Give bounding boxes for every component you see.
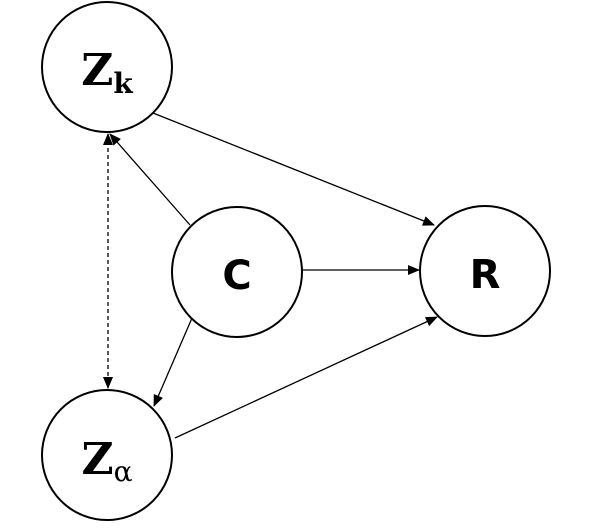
edges (103, 112, 438, 439)
node-zk-label: Zk (81, 45, 133, 100)
node-za-main: Z (81, 434, 113, 485)
node-c-label: C (222, 253, 251, 299)
node-r: R (419, 205, 551, 337)
node-r-label: R (470, 252, 501, 298)
edge-za-to-r (174, 316, 438, 439)
node-za-label: Zα (81, 434, 132, 488)
node-c: C (171, 206, 303, 338)
node-za-sub: α (114, 455, 133, 488)
edge-c-to-zk (109, 133, 191, 226)
edge-c-to-za (153, 317, 193, 407)
node-za: Zα (41, 389, 173, 521)
edge-zk-to-r (152, 112, 435, 226)
node-zk-sub: k (113, 67, 133, 100)
node-zk-main: Z (81, 45, 113, 96)
node-zk: Zk (41, 1, 173, 133)
